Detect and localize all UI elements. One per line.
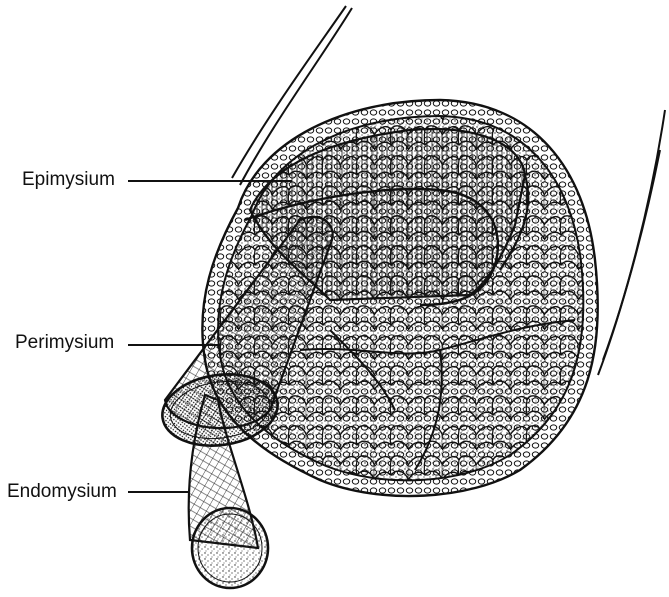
perimysium-label: Perimysium bbox=[15, 333, 114, 352]
endomysium-label: Endomysium bbox=[7, 482, 117, 501]
epimysium-label: Epimysium bbox=[22, 170, 115, 189]
